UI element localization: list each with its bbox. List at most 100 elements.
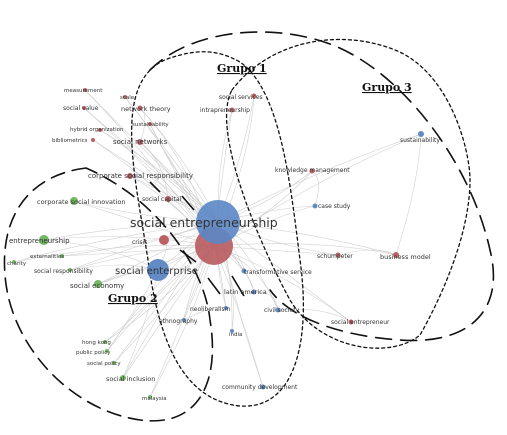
- node-label-meas: measurement: [64, 88, 103, 94]
- node-case: [312, 203, 318, 209]
- node-label-cd: community development: [222, 384, 298, 391]
- cluster-edge-tick: [181, 195, 195, 211]
- cluster-outline-grupo-3: [225, 38, 471, 349]
- node-pp: [105, 349, 109, 353]
- node-ts: [241, 268, 247, 274]
- node-label-ext: externalities: [30, 254, 64, 260]
- edge-neo-eth: [183, 306, 227, 321]
- edge-sentr-civ: [277, 308, 352, 323]
- node-label-snet: social networks: [113, 138, 168, 146]
- edge-sustain-bm: [395, 133, 422, 256]
- node-label-sentr: social entrepreneur: [331, 319, 390, 326]
- node-label-sent: social enterprise: [115, 266, 198, 277]
- node-label-ts: transformative service: [244, 269, 312, 276]
- node-ent: [39, 235, 49, 245]
- cluster-outlines: [3, 31, 495, 422]
- node-label-india: india: [229, 332, 242, 338]
- node-eth: [182, 318, 186, 322]
- node-civ: [275, 307, 281, 313]
- group-titles: Grupo 1 Grupo 2 Grupo 3: [108, 62, 412, 305]
- node-label-hk: hong kong: [82, 340, 111, 346]
- edge-hub2-bm: [213, 243, 397, 256]
- node-label-sust: sustainability: [132, 122, 169, 128]
- node-ext: [60, 254, 64, 258]
- edge-snet-scap: [139, 141, 169, 200]
- node-label-sserv: social services: [219, 94, 263, 101]
- node-bm: [393, 252, 399, 258]
- edge-hub2-sustain: [213, 133, 422, 247]
- node-meas: [83, 88, 87, 92]
- node-intra: [229, 107, 235, 113]
- node-label-mal: malaysia: [142, 396, 167, 402]
- node-crisis: [159, 235, 169, 245]
- node-cd: [260, 384, 266, 390]
- node-label-csr: corporate social responsibility: [88, 172, 193, 180]
- node-label-la: latin america: [224, 288, 267, 296]
- cluster-edge-tick: [207, 277, 221, 295]
- edge-hub-ent: [43, 221, 219, 241]
- edge-la-civ: [253, 291, 279, 311]
- node-label-charity: charity: [7, 261, 27, 267]
- group-title-2: Grupo 2: [108, 292, 158, 305]
- node-label-sustain: sustainability: [400, 137, 440, 144]
- cluster-outline-grupo-1: [130, 51, 305, 407]
- node-label-schum: schumpeter: [317, 253, 353, 260]
- node-sust: [148, 122, 152, 126]
- node-label-pp: public policy: [76, 350, 111, 356]
- node-sentr: [348, 319, 354, 325]
- node-label-eth: ethnography: [159, 318, 198, 325]
- group-title-1: Grupo 1: [217, 62, 267, 75]
- edge-sent-si: [122, 269, 159, 379]
- node-secon: [94, 280, 102, 288]
- group-title-3: Grupo 3: [362, 81, 412, 94]
- node-label-csi: corporate social innovation: [37, 198, 126, 206]
- node-km: [309, 168, 315, 174]
- edge-sent-ent: [43, 239, 159, 271]
- edge-hub-sustain: [217, 133, 422, 223]
- node-nt: [137, 105, 143, 111]
- node-label-ent: entrepreneurship: [9, 237, 70, 245]
- node-label-crisis: crisis: [132, 239, 147, 246]
- node-label-sp: social policy: [87, 361, 121, 367]
- node-label-bm: business model: [380, 253, 431, 261]
- node-sp: [112, 361, 116, 365]
- cluster-edge-tick: [231, 275, 245, 297]
- node-label-case: case study: [318, 203, 351, 210]
- node-layer: social entrepreneurship social enterprise…: [7, 88, 440, 402]
- cluster-edge-tick: [179, 249, 197, 263]
- node-label-intra: intrapreneurship: [200, 107, 250, 114]
- edge-hub2-ent: [43, 236, 215, 247]
- edge-bm-schum: [337, 249, 397, 256]
- node-label-neo: neoliberalism: [190, 306, 231, 313]
- node-sent: [147, 259, 169, 281]
- edge-hub-charity: [13, 221, 219, 263]
- node-india: [230, 329, 234, 333]
- node-sserv: [251, 93, 257, 99]
- node-sresp: [68, 268, 72, 272]
- node-snet: [137, 139, 143, 145]
- cluster-outline-grupo-3-outer: [149, 31, 495, 342]
- node-charity: [12, 260, 16, 264]
- node-csr: [127, 173, 133, 179]
- edge-hub-sval: [83, 107, 219, 223]
- node-label-scale: scale: [120, 95, 135, 101]
- node-label-sresp: social responsibility: [34, 268, 93, 275]
- node-la: [251, 289, 257, 295]
- node-scale: [123, 95, 127, 99]
- node-mal: [148, 395, 152, 399]
- node-label-secon: social economy: [70, 282, 124, 290]
- node-si: [120, 375, 126, 381]
- edge-hub2-charity: [13, 245, 215, 263]
- node-label-se: social entrepreneurship: [130, 215, 278, 230]
- node-label-bib: bibliometrics: [52, 138, 88, 144]
- node-neo: [224, 306, 228, 310]
- cluster-outline-grupo-2: [3, 167, 214, 422]
- node-label-km: knowledge management: [275, 167, 350, 174]
- node-bib: [91, 138, 95, 142]
- node-hk: [103, 340, 107, 344]
- node-sustain: [418, 131, 424, 137]
- node-label-sval: social value: [63, 105, 99, 112]
- node-schum: [335, 252, 341, 258]
